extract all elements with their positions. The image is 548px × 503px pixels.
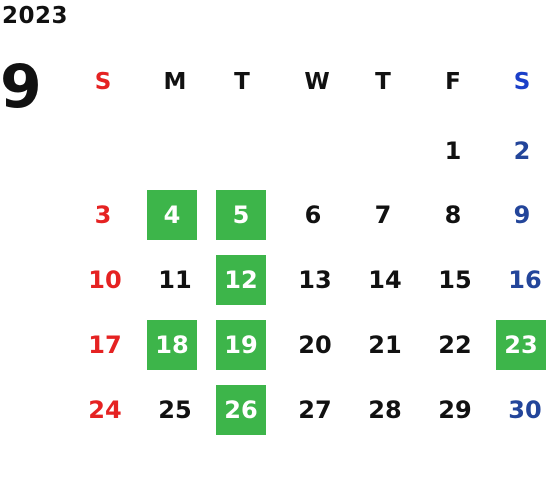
- day-cell[interactable]: 1: [444, 137, 462, 165]
- day-cell[interactable]: 13: [298, 266, 332, 294]
- day-cell-highlighted[interactable]: 4: [147, 190, 197, 240]
- day-cell[interactable]: 15: [438, 266, 472, 294]
- weekday-mon: M: [163, 69, 187, 95]
- weekday-tue: T: [234, 69, 250, 95]
- day-cell-highlighted[interactable]: 23: [496, 320, 546, 370]
- day-cell[interactable]: 2: [513, 137, 531, 165]
- day-cell-highlighted[interactable]: 26: [216, 385, 266, 435]
- day-cell[interactable]: 7: [374, 201, 392, 229]
- day-cell-highlighted[interactable]: 19: [216, 320, 266, 370]
- weekday-wed: W: [304, 69, 330, 95]
- day-cell-highlighted[interactable]: 12: [216, 255, 266, 305]
- day-cell[interactable]: 22: [438, 331, 472, 359]
- weekday-sat: S: [513, 69, 531, 95]
- day-cell[interactable]: 10: [88, 266, 122, 294]
- day-cell[interactable]: 8: [444, 201, 462, 229]
- day-cell[interactable]: 20: [298, 331, 332, 359]
- day-cell-highlighted[interactable]: 5: [216, 190, 266, 240]
- day-cell[interactable]: 29: [438, 396, 472, 424]
- day-cell[interactable]: 17: [88, 331, 122, 359]
- day-cell[interactable]: 25: [158, 396, 192, 424]
- day-cell[interactable]: 11: [158, 266, 192, 294]
- day-cell[interactable]: 14: [368, 266, 402, 294]
- day-cell[interactable]: 16: [508, 266, 542, 294]
- weekday-thu: T: [375, 69, 391, 95]
- day-cell[interactable]: 27: [298, 396, 332, 424]
- weekday-sun: S: [94, 69, 112, 95]
- day-cell[interactable]: 3: [94, 201, 112, 229]
- day-cell[interactable]: 6: [304, 201, 322, 229]
- month-number: 9: [0, 52, 42, 122]
- day-cell[interactable]: 9: [513, 201, 531, 229]
- day-cell[interactable]: 24: [88, 396, 122, 424]
- day-cell-highlighted[interactable]: 18: [147, 320, 197, 370]
- day-cell[interactable]: 28: [368, 396, 402, 424]
- year-label: 2023: [2, 3, 69, 29]
- day-cell[interactable]: 21: [368, 331, 402, 359]
- day-cell[interactable]: 30: [508, 396, 542, 424]
- weekday-fri: F: [445, 69, 461, 95]
